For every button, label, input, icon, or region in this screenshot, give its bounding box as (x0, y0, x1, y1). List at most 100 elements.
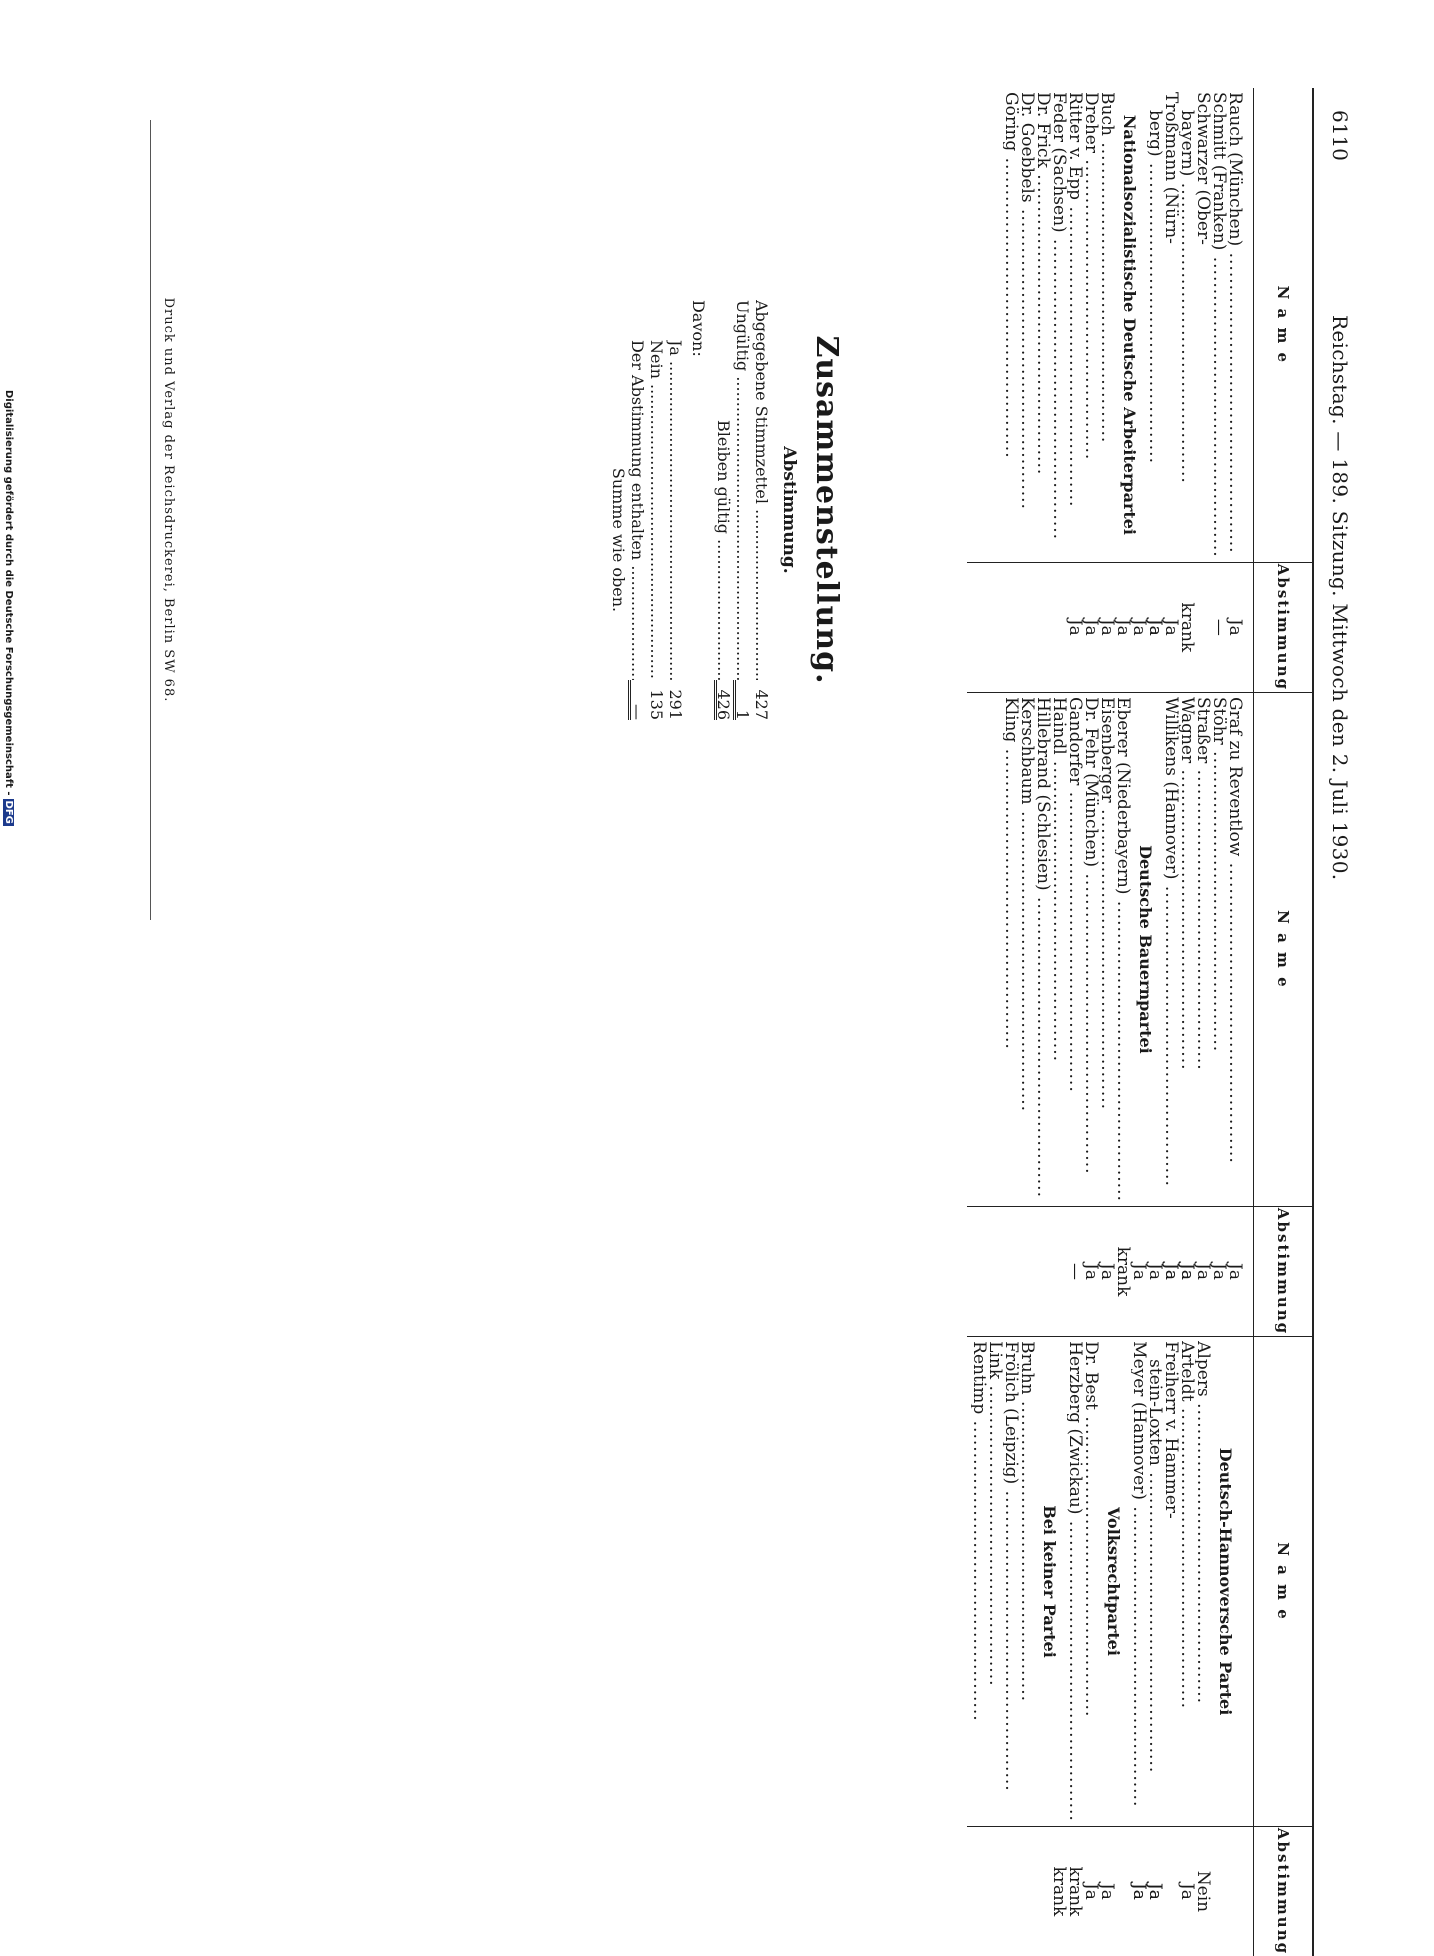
member-row: Willikens (Hannover) (1163, 697, 1179, 1202)
summary-label: Abgegebene Stimmzettel (752, 300, 771, 680)
summary-label: Ja (666, 340, 685, 680)
member-name: Wagner (1179, 697, 1195, 1202)
member-row: Dr. Frick (1035, 92, 1051, 558)
member-name: Feder (Sachsen) (1051, 92, 1067, 558)
member-name: Rauch (München) (1227, 92, 1243, 558)
summary-label: Nein (647, 340, 666, 680)
member-row: Graf zu Reventlow (1227, 697, 1243, 1202)
member-vote: Ja (1129, 618, 1149, 636)
member-vote: Nein (1193, 1870, 1213, 1913)
member-name: Haindl (1051, 697, 1067, 1202)
member-row: Wagner (1179, 697, 1195, 1202)
column-header-name: N a m e (1253, 1336, 1313, 1827)
names-column-1: Rauch (München)Schmitt (Franken)Schwarze… (967, 88, 1254, 562)
summary-value: 135 (647, 689, 666, 720)
summary-value: 1 (733, 680, 752, 720)
member-vote: Ja (1177, 1263, 1197, 1280)
member-row: stein-Loxten (1147, 1341, 1163, 1822)
member-row: Dreher (1083, 92, 1099, 558)
table-header-row: N a m e Abstimmung N a m e Abstimmung N … (1253, 88, 1313, 1956)
summary-row: Bleiben gültig 426 (714, 300, 733, 720)
member-row: Frölich (Leipzig) (1003, 1341, 1019, 1822)
member-name: Ritter v. Epp (1067, 92, 1083, 558)
summary-row: Ja 291 (666, 300, 685, 720)
member-vote: Ja (1065, 618, 1085, 636)
table-body-row: Rauch (München)Schmitt (Franken)Schwarze… (967, 88, 1254, 1956)
summary-title: Zusammenstellung. (809, 335, 844, 685)
party-heading: Deutsch-Hannoversche Partei (1216, 1447, 1235, 1716)
summary-row: Nein 135 (647, 300, 666, 720)
member-row: Rauch (München) (1227, 92, 1243, 558)
member-name: Dr. Best (1083, 1341, 1099, 1822)
member-row: Haindl (1051, 697, 1067, 1202)
page-number: 6110 (1328, 110, 1352, 161)
member-row: Troßmann (Nürn- (1163, 92, 1179, 558)
member-name: stein-Loxten (1147, 1341, 1163, 1822)
vote-table: N a m e Abstimmung N a m e Abstimmung N … (967, 88, 1314, 1956)
funding-note: Digitalisierung gefördert durch die Deut… (3, 390, 14, 826)
summary-value: — (628, 680, 647, 720)
member-row: Göring (1003, 92, 1019, 558)
member-vote: Ja (1161, 1263, 1181, 1280)
column-header-vote: Abstimmung (1253, 562, 1313, 693)
member-vote: Ja (1097, 618, 1117, 636)
member-row: Straßer (1195, 697, 1211, 1202)
member-vote: Ja (1097, 1882, 1117, 1900)
member-name: Dr. Fehr (München) (1083, 697, 1099, 1202)
names-column-2: Graf zu ReventlowStöhrStraßerWagnerWilli… (967, 692, 1254, 1207)
summary-row: Ungültig 1 (733, 300, 752, 720)
member-name: Meyer (Hannover) (1131, 1341, 1147, 1822)
summary-subtitle: Abstimmung. (779, 446, 799, 574)
member-name: Alpers (1195, 1341, 1211, 1822)
member-row: Dr. Goebbels (1019, 92, 1035, 558)
page-title: Reichstag. — 189. Sitzung. Mittwoch den … (1328, 315, 1352, 881)
member-name: berg) (1147, 92, 1163, 558)
party-heading: Nationalsozialistische Deutsche Arbeiter… (1120, 114, 1139, 536)
member-row: Bruhn (1019, 1341, 1035, 1822)
summary-value: 291 (666, 689, 685, 720)
member-row: Gandorfer (1067, 697, 1083, 1202)
printer-imprint: Druck und Verlag der Reichsdruckerei, Be… (161, 297, 176, 703)
member-vote: Ja (1081, 1263, 1101, 1280)
member-vote: Ja (1145, 1882, 1165, 1900)
member-row: Eberer (Niederbayern) (1115, 697, 1131, 1202)
member-name: Freiherr v. Hammer- (1163, 1341, 1179, 1519)
vote-summary: Zusammenstellung. Abstimmung. Abgegebene… (609, 300, 844, 720)
member-name: Bruhn (1019, 1341, 1035, 1822)
member-vote: Ja (1161, 618, 1181, 636)
member-row: Stöhr (1211, 697, 1227, 1202)
member-name: Stöhr (1211, 697, 1227, 1202)
member-row: Schmitt (Franken) (1211, 92, 1227, 558)
member-vote: Ja (1097, 1263, 1117, 1280)
member-vote: Ja (1225, 1263, 1245, 1280)
member-name: Dreher (1083, 92, 1099, 558)
member-name: Eberer (Niederbayern) (1115, 697, 1131, 1202)
party-heading: Bei keiner Partei (1040, 1505, 1059, 1658)
column-header-vote: Abstimmung (1253, 1206, 1313, 1337)
member-row: Feder (Sachsen) (1051, 92, 1067, 558)
member-name: Schwarzer (Ober- (1195, 92, 1211, 245)
summary-value: 426 (714, 680, 733, 720)
member-name: Kling (1003, 697, 1019, 1202)
member-row: Kerschbaum (1019, 697, 1035, 1202)
member-name: Gandorfer (1067, 697, 1083, 1202)
member-name: Straßer (1195, 697, 1211, 1202)
member-row: Alpers (1195, 1341, 1211, 1822)
member-row: berg) (1147, 92, 1163, 558)
column-header-vote: Abstimmung (1253, 1826, 1313, 1956)
member-name: Kerschbaum (1019, 697, 1035, 1202)
member-row: Arteldt (1179, 1341, 1195, 1822)
party-heading: Volksrechtpartei (1104, 1507, 1123, 1656)
member-row: bayern) (1179, 92, 1195, 558)
member-row: Link (987, 1341, 1003, 1822)
member-row: Rentimp (971, 1341, 987, 1822)
member-name: Buch (1099, 92, 1115, 558)
member-name: Göring (1003, 92, 1019, 558)
member-name: Herzberg (Zwickau) (1067, 1341, 1083, 1822)
names-column-3: Deutsch-Hannoversche Partei AlpersArteld… (967, 1336, 1254, 1827)
member-name: Dr. Goebbels (1019, 92, 1035, 558)
member-vote: Ja (1113, 618, 1133, 636)
member-name: Link (987, 1341, 1003, 1822)
member-vote: Ja (1081, 1882, 1101, 1900)
